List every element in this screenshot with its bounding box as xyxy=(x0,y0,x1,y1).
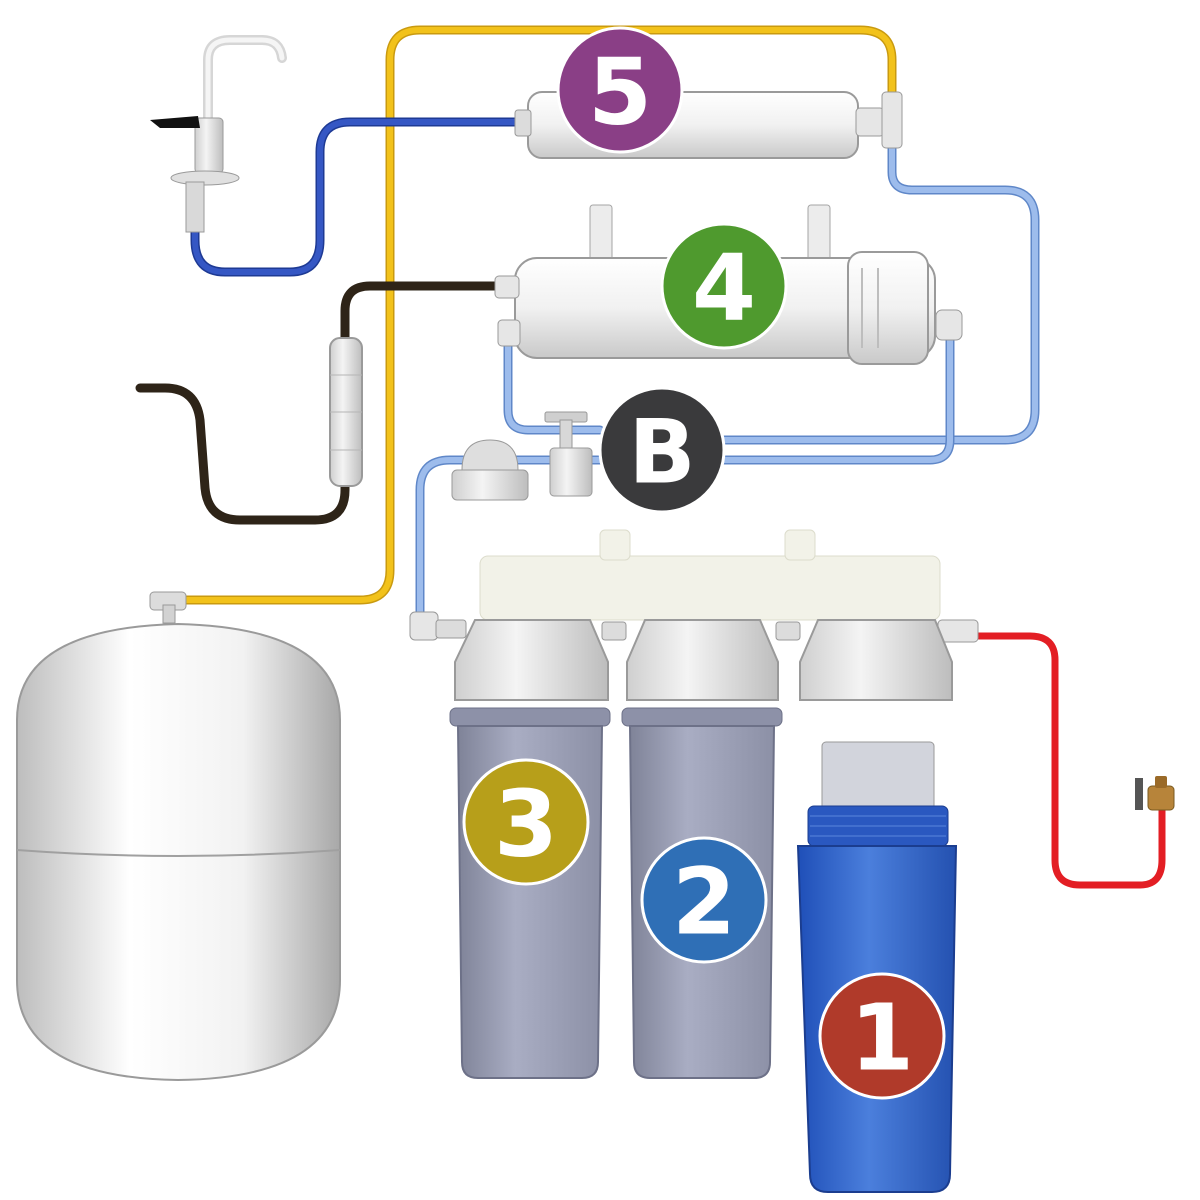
stage5-badge-circle xyxy=(556,26,684,154)
red-inlet-tube xyxy=(971,632,1166,889)
dark-blue-tube xyxy=(190,117,525,277)
inlet-valve-icon xyxy=(1135,776,1175,811)
bypass-badge-circle xyxy=(598,386,726,514)
stage2-badge: 2 xyxy=(640,836,768,964)
stage4-badge-circle xyxy=(660,222,788,350)
check-valve-icon xyxy=(451,439,529,501)
bypass-badge-label: B xyxy=(628,401,695,504)
stage2-badge-label: 2 xyxy=(672,849,736,956)
stage1-badge-label: 1 xyxy=(850,985,914,1092)
stage5-badge-label: 5 xyxy=(588,39,652,146)
tubing xyxy=(135,25,1166,889)
bypass-badge: B xyxy=(598,386,726,514)
stage3-badge: 3 xyxy=(462,758,590,886)
stage4-badge: 4 xyxy=(660,222,788,350)
manifold-bracket xyxy=(479,529,941,621)
manifold-fittings xyxy=(409,611,979,643)
storage-tank-icon xyxy=(16,591,341,1082)
stage2-badge-circle xyxy=(640,836,768,964)
drain-tube xyxy=(135,281,500,525)
stage3-badge-label: 3 xyxy=(494,771,558,878)
stage5-badge: 5 xyxy=(556,26,684,154)
stage1-badge-circle xyxy=(818,972,946,1100)
drain-flow-restrictor-icon xyxy=(329,337,363,487)
shutoff-valve-icon xyxy=(544,411,593,497)
stage4-badge-label: 4 xyxy=(692,235,756,342)
faucet-icon xyxy=(150,35,287,233)
stage3-badge-circle xyxy=(462,758,590,886)
stage1-housing xyxy=(796,619,958,1193)
stage1-badge: 1 xyxy=(818,972,946,1100)
